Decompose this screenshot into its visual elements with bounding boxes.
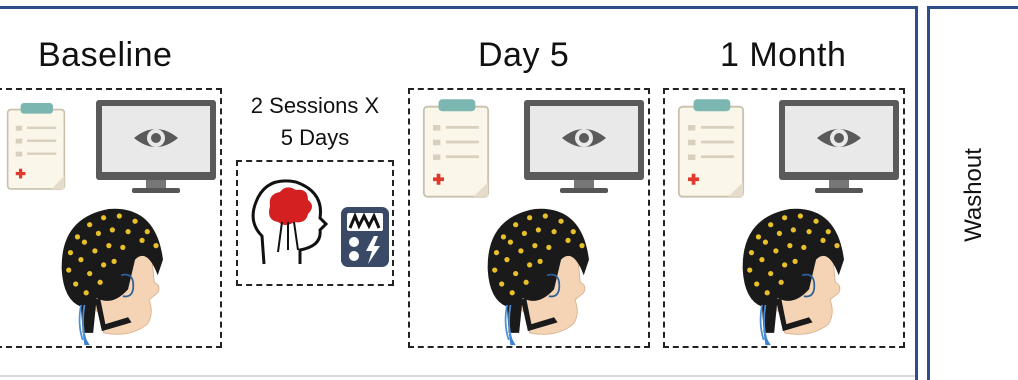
clipboard-icon bbox=[6, 102, 66, 190]
eeg-cap-head-icon bbox=[741, 207, 845, 346]
timeline-frame-top bbox=[0, 6, 918, 9]
intervention-box bbox=[236, 160, 394, 286]
clipboard-icon bbox=[422, 98, 490, 198]
head-brain-icon bbox=[251, 179, 329, 265]
stage-title-1month: 1 Month bbox=[720, 36, 847, 74]
baseline-box bbox=[0, 88, 222, 348]
timeline-frame-right bbox=[915, 6, 918, 380]
monitor-eye-icon bbox=[524, 100, 644, 193]
stage-title-day5: Day 5 bbox=[478, 36, 570, 74]
washout-label: Washout bbox=[960, 147, 988, 242]
timeline-frame-bottom bbox=[0, 375, 915, 377]
day5-box bbox=[408, 88, 650, 348]
eeg-cap-head-icon bbox=[60, 207, 164, 346]
monitor-eye-icon bbox=[96, 100, 216, 193]
washout-panel: Washout bbox=[930, 9, 1018, 380]
washout-frame-left bbox=[927, 6, 930, 380]
1month-box bbox=[663, 88, 905, 348]
eeg-cap-head-icon bbox=[486, 207, 590, 346]
stage-title-baseline: Baseline bbox=[38, 36, 173, 74]
clipboard-icon bbox=[677, 98, 745, 198]
intervention-label: 2 Sessions X 5 Days bbox=[240, 90, 390, 154]
intervention-sessions: 2 Sessions X bbox=[250, 93, 380, 118]
stimulator-device-icon bbox=[341, 207, 389, 267]
washout-frame-top bbox=[927, 6, 1018, 9]
monitor-eye-icon bbox=[779, 100, 899, 193]
intervention-days: 5 Days bbox=[280, 125, 350, 150]
